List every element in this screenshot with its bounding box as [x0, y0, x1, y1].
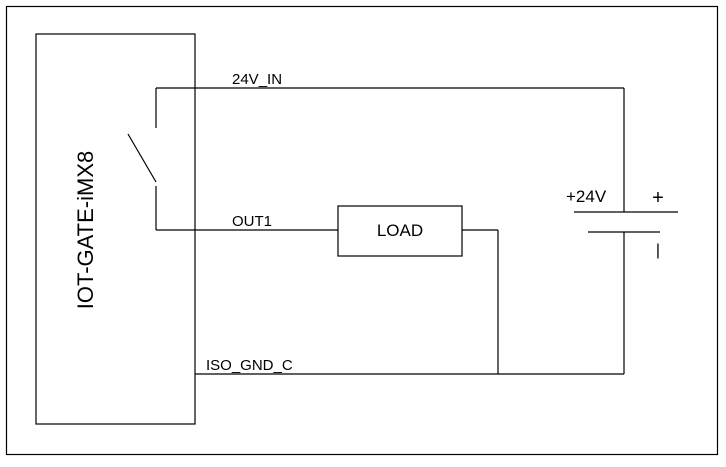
- load-label: LOAD: [377, 221, 423, 240]
- positive-symbol: +: [652, 187, 664, 209]
- switch-contact: [127, 133, 157, 183]
- device-name: IOT-GATE-iMX8: [73, 151, 98, 310]
- negative-symbol: |: [656, 242, 660, 259]
- diagram-border: [5, 5, 719, 456]
- ground-net-label: ISO_GND_C: [206, 357, 293, 374]
- load-block: [337, 205, 463, 257]
- supply-net-label: 24V_IN: [232, 71, 282, 88]
- device-block: [35, 33, 196, 425]
- source-voltage-label: +24V: [566, 187, 607, 206]
- output-net-label: OUT1: [232, 213, 272, 230]
